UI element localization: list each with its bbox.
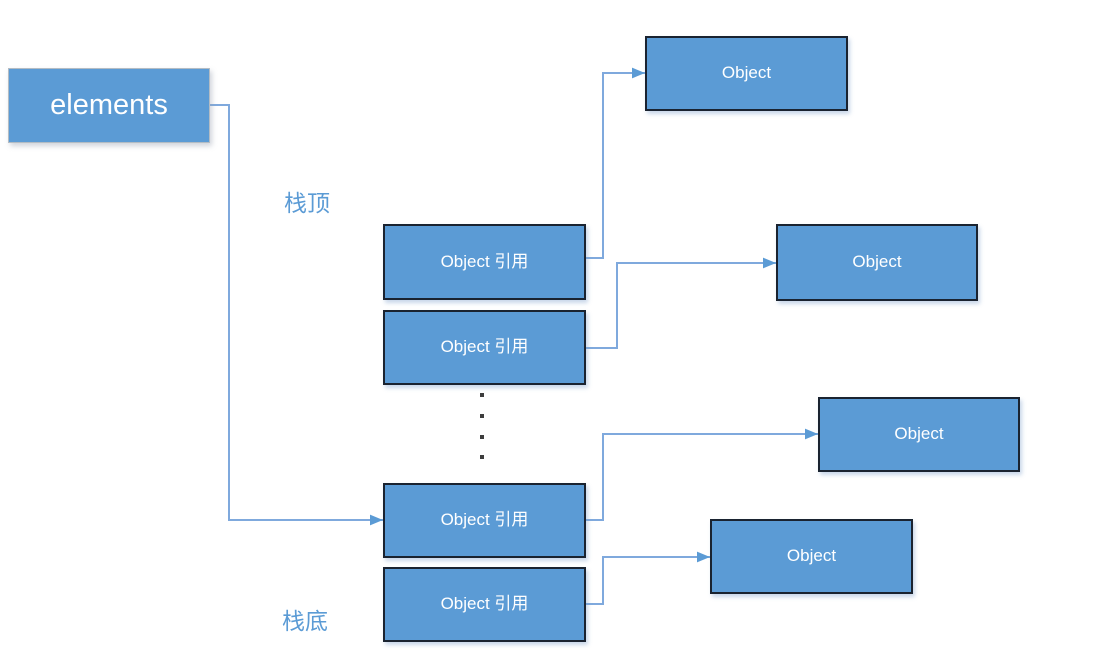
object-node-4[interactable]: Object (710, 519, 913, 594)
object-ref-node-4[interactable]: Object 引用 (383, 567, 586, 642)
stack-bottom-label: 栈底 (282, 608, 328, 634)
connector-ref4-to-object4 (586, 551, 710, 605)
object-node-1[interactable]: Object (645, 36, 848, 111)
object-node-2[interactable]: Object (776, 224, 978, 301)
connector-ref2-to-object2 (586, 257, 776, 349)
connector-elements-to-ref3 (210, 104, 383, 526)
object-node-label: Object (721, 63, 772, 83)
object-ref-node-2[interactable]: Object 引用 (383, 310, 586, 385)
ellipsis-dot (480, 455, 484, 459)
object-ref-label: Object 引用 (440, 251, 529, 271)
object-node-label: Object (894, 424, 944, 444)
object-node-label: Object (786, 546, 837, 566)
object-ref-label: Object 引用 (440, 337, 529, 357)
connector-ref3-to-object3 (586, 428, 818, 521)
object-node-label: Object (852, 252, 902, 272)
ellipsis-dot (480, 435, 484, 439)
object-ref-label: Object 引用 (440, 594, 529, 614)
elements-node-label: elements (50, 88, 168, 121)
elements-node[interactable]: elements (8, 68, 210, 143)
connector-ref1-to-object1 (586, 67, 645, 259)
stack-top-label: 栈顶 (284, 190, 330, 216)
object-ref-label: Object 引用 (440, 510, 529, 530)
object-ref-node-3[interactable]: Object 引用 (383, 483, 586, 558)
object-ref-node-1[interactable]: Object 引用 (383, 224, 586, 300)
ellipsis-dot (480, 414, 484, 418)
object-node-3[interactable]: Object (818, 397, 1020, 472)
ellipsis-dot (480, 393, 484, 397)
